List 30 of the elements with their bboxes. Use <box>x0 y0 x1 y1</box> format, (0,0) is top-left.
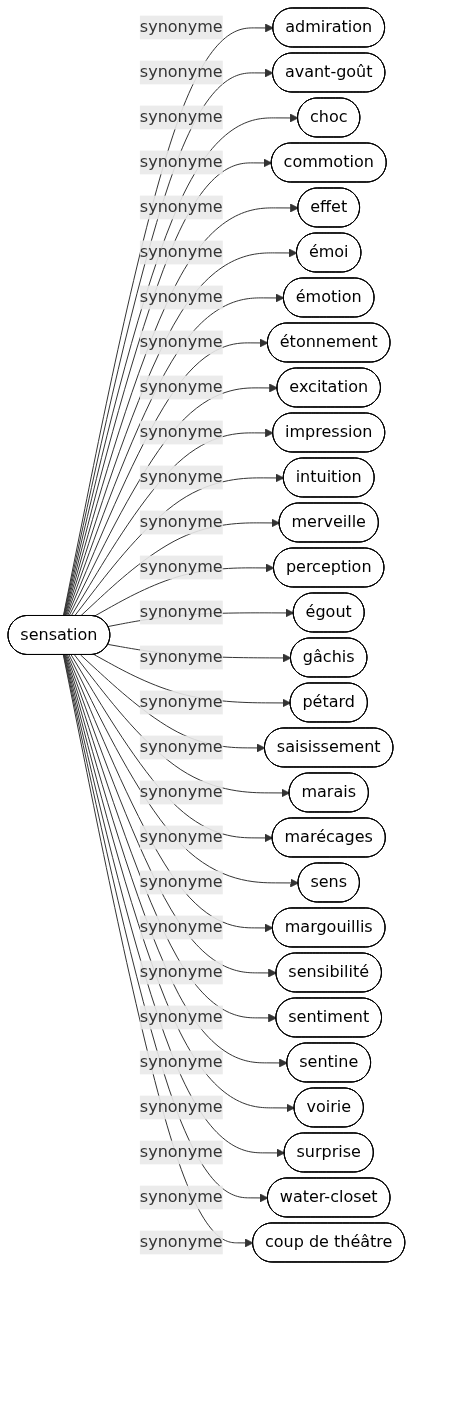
edge-label: synonyme <box>139 692 223 712</box>
edge-label: synonyme <box>139 557 223 577</box>
edge-label: synonyme <box>139 377 223 397</box>
edge-label: synonyme <box>139 332 223 352</box>
edge-label: synonyme <box>139 1232 223 1252</box>
edge-label: synonyme <box>139 1052 223 1072</box>
edge-label: synonyme <box>139 512 223 532</box>
edge-label: synonyme <box>139 1007 223 1027</box>
edge-label: synonyme <box>139 62 223 82</box>
edge-label: synonyme <box>139 1097 223 1117</box>
edge-label: synonyme <box>139 602 223 622</box>
edge-label: synonyme <box>139 872 223 892</box>
edge-label: synonyme <box>139 17 223 37</box>
edge-label: synonyme <box>139 422 223 442</box>
edge-label: synonyme <box>139 827 223 847</box>
edge-label: synonyme <box>139 107 223 127</box>
edge-label: synonyme <box>139 737 223 757</box>
edge-label: synonyme <box>139 1187 223 1207</box>
edge-label: synonyme <box>139 242 223 262</box>
arrow <box>70 654 274 843</box>
edge-label: synonyme <box>139 1142 223 1162</box>
edge-label: synonyme <box>139 782 223 802</box>
edge-label: synonyme <box>139 962 223 982</box>
edge-label: synonyme <box>139 647 223 667</box>
edge-label: synonyme <box>139 917 223 937</box>
edge-label: synonyme <box>139 287 223 307</box>
edge-label: synonyme <box>139 197 223 217</box>
edge-label: synonyme <box>139 152 223 172</box>
arrow <box>80 654 266 753</box>
edge-label: synonyme <box>139 467 223 487</box>
